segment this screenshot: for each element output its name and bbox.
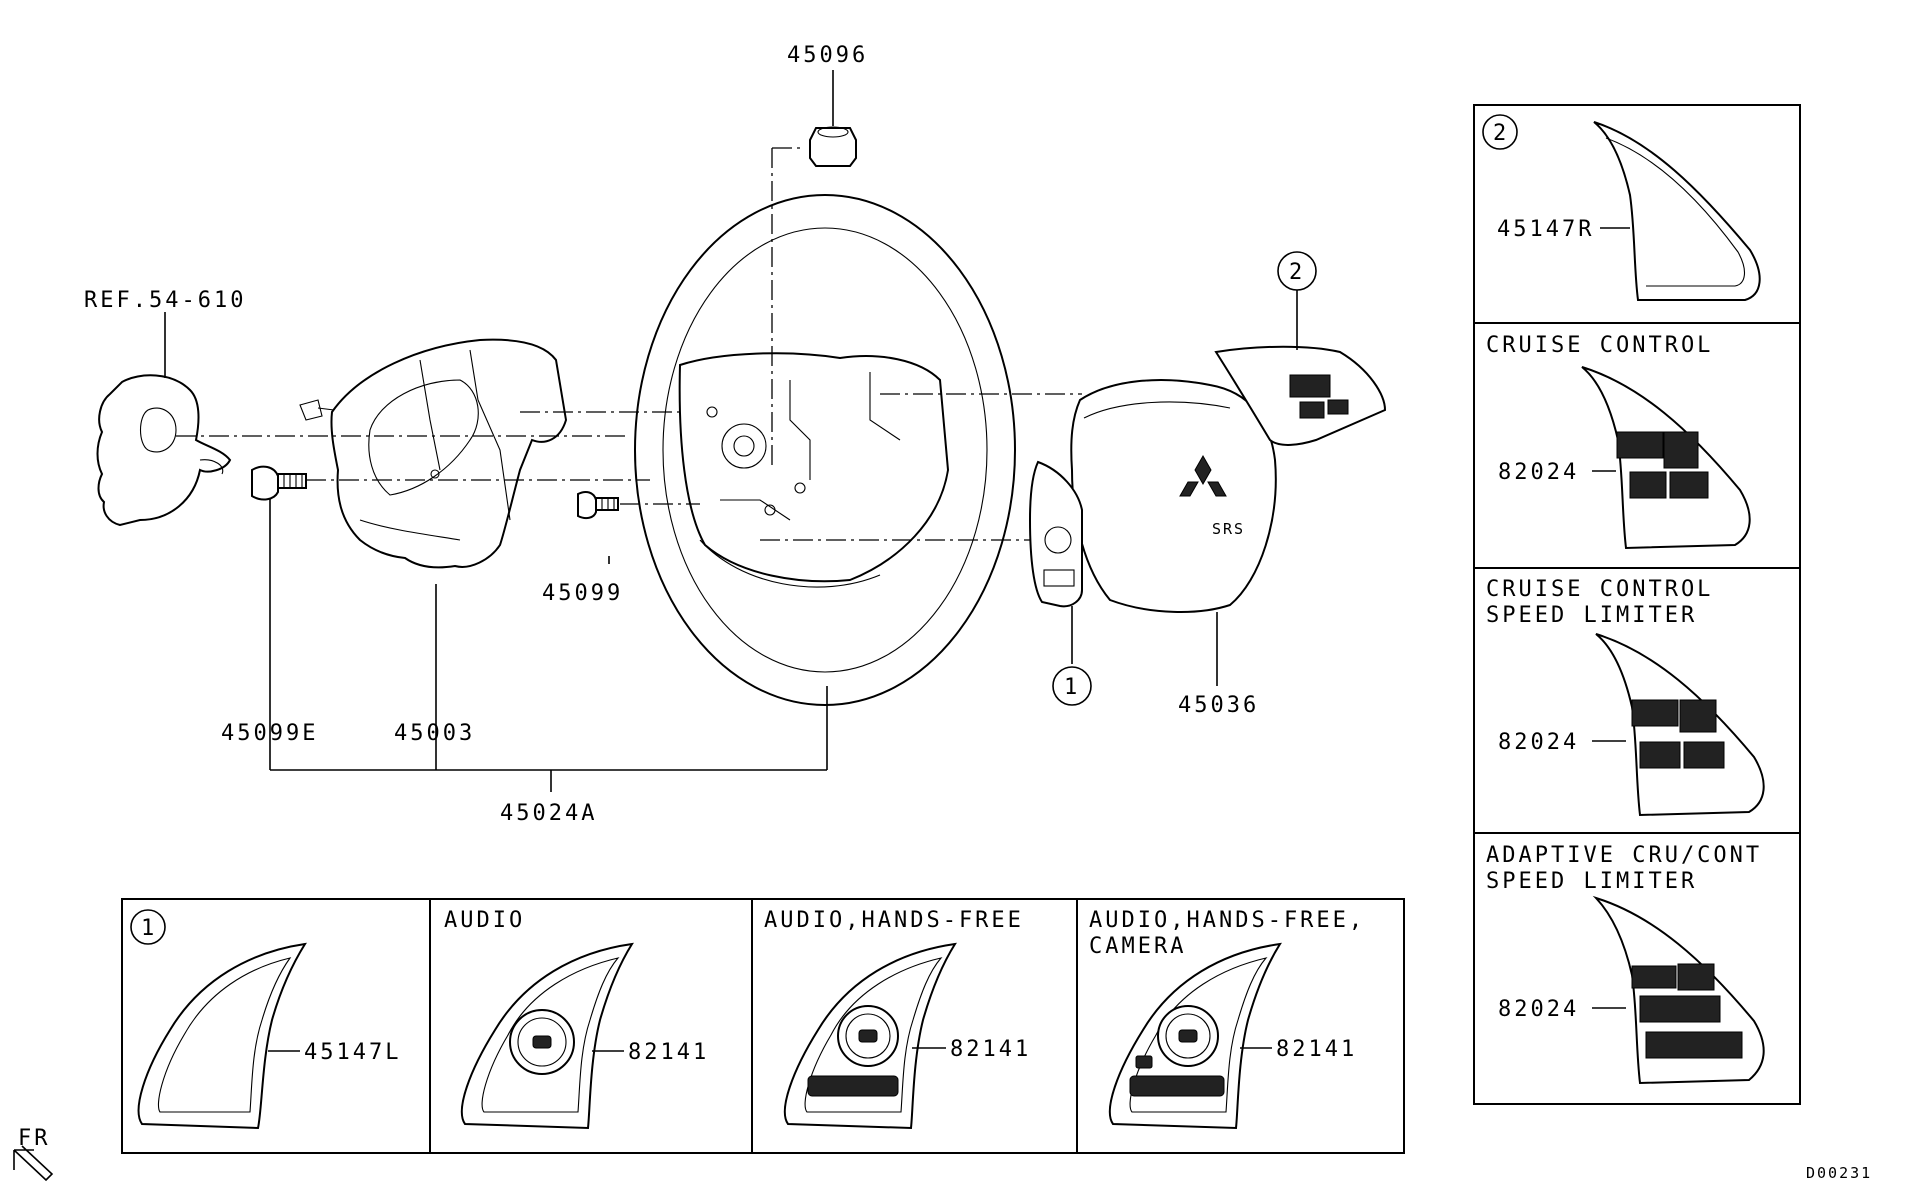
right-cell-1: 2 45147R xyxy=(1482,114,1761,301)
part-label-45036: 45036 xyxy=(1178,693,1259,718)
switch-bezel-icon xyxy=(1593,121,1761,301)
callout-circle-2: 2 xyxy=(1277,251,1317,291)
svg-text:CRUISE CONTROL: CRUISE CONTROL xyxy=(1486,577,1713,602)
cruise-switch-icon xyxy=(1592,895,1765,1085)
svg-text:82141: 82141 xyxy=(628,1040,709,1065)
diagram-id: D00231 xyxy=(1806,1164,1872,1182)
column-cover-icon xyxy=(299,338,568,569)
right-cell-2: CRUISE CONTROL 82024 xyxy=(1486,333,1751,550)
part-label-45096: 45096 xyxy=(787,43,868,68)
svg-text:SRS: SRS xyxy=(1212,520,1245,538)
ref-label: REF.54-610 xyxy=(84,288,246,313)
svg-text:AUDIO,HANDS-FREE: AUDIO,HANDS-FREE xyxy=(764,908,1024,933)
svg-text:82024: 82024 xyxy=(1498,997,1579,1022)
svg-text:45147L: 45147L xyxy=(304,1040,401,1065)
bottom-cell-4: AUDIO,HANDS-FREE, CAMERA 82141 xyxy=(1089,908,1365,1130)
svg-text:82141: 82141 xyxy=(1276,1037,1357,1062)
bottom-cell-3: AUDIO,HANDS-FREE 82141 xyxy=(764,908,1031,1130)
audio-switch-icon xyxy=(783,942,957,1130)
right-variant-panel: 2 45147R CRUISE CONTROL 82024 CRUISE CO xyxy=(1473,104,1801,1105)
svg-text:1: 1 xyxy=(141,916,157,941)
right-cell-4: ADAPTIVE CRU/CONT SPEED LIMITER 82024 xyxy=(1486,843,1765,1085)
bottom-cell-2: AUDIO 82141 xyxy=(444,908,709,1130)
bottom-cell-1: 1 45147L xyxy=(130,909,401,1130)
cruise-switch-icon xyxy=(1595,633,1765,817)
svg-text:2: 2 xyxy=(1289,260,1305,285)
callout-circle-1: 1 xyxy=(1052,666,1092,706)
airbag-icon: SRS xyxy=(1070,379,1277,613)
svg-text:AUDIO,HANDS-FREE,: AUDIO,HANDS-FREE, xyxy=(1089,908,1365,933)
part-label-45024a: 45024A xyxy=(500,801,597,826)
part-label-45003: 45003 xyxy=(394,721,475,746)
svg-text:AUDIO: AUDIO xyxy=(444,908,525,933)
svg-text:SPEED LIMITER: SPEED LIMITER xyxy=(1486,869,1697,894)
switch-bezel-icon xyxy=(1214,345,1387,446)
svg-text:82141: 82141 xyxy=(950,1037,1031,1062)
screw-icon xyxy=(577,491,619,520)
switch-bezel-icon xyxy=(1028,460,1083,608)
svg-text:45147R: 45147R xyxy=(1497,217,1594,242)
svg-text:CAMERA: CAMERA xyxy=(1089,934,1186,959)
svg-text:ADAPTIVE CRU/CONT: ADAPTIVE CRU/CONT xyxy=(1486,843,1762,868)
svg-text:82024: 82024 xyxy=(1498,460,1579,485)
audio-switch-icon xyxy=(460,942,634,1130)
nut-icon xyxy=(809,126,857,167)
cruise-switch-icon xyxy=(1581,366,1751,550)
bottom-variant-panel: 1 45147L AUDIO 82141 AUDIO,HANDS-FREE xyxy=(121,898,1405,1154)
steering-wheel-icon xyxy=(634,194,1016,706)
switch-bezel-icon xyxy=(137,942,307,1130)
svg-text:2: 2 xyxy=(1493,121,1509,146)
part-label-45099: 45099 xyxy=(542,581,623,606)
svg-text:1: 1 xyxy=(1064,675,1080,700)
audio-switch-icon xyxy=(1108,942,1282,1130)
clock-spring-icon xyxy=(96,374,232,527)
part-label-45099e: 45099E xyxy=(221,721,318,746)
front-arrow-icon: FR xyxy=(13,1126,54,1182)
right-cell-3: CRUISE CONTROL SPEED LIMITER 82024 xyxy=(1486,577,1765,817)
screw-icon xyxy=(251,465,307,501)
svg-text:CRUISE CONTROL: CRUISE CONTROL xyxy=(1486,333,1713,358)
svg-text:82024: 82024 xyxy=(1498,730,1579,755)
svg-text:SPEED LIMITER: SPEED LIMITER xyxy=(1486,603,1697,628)
